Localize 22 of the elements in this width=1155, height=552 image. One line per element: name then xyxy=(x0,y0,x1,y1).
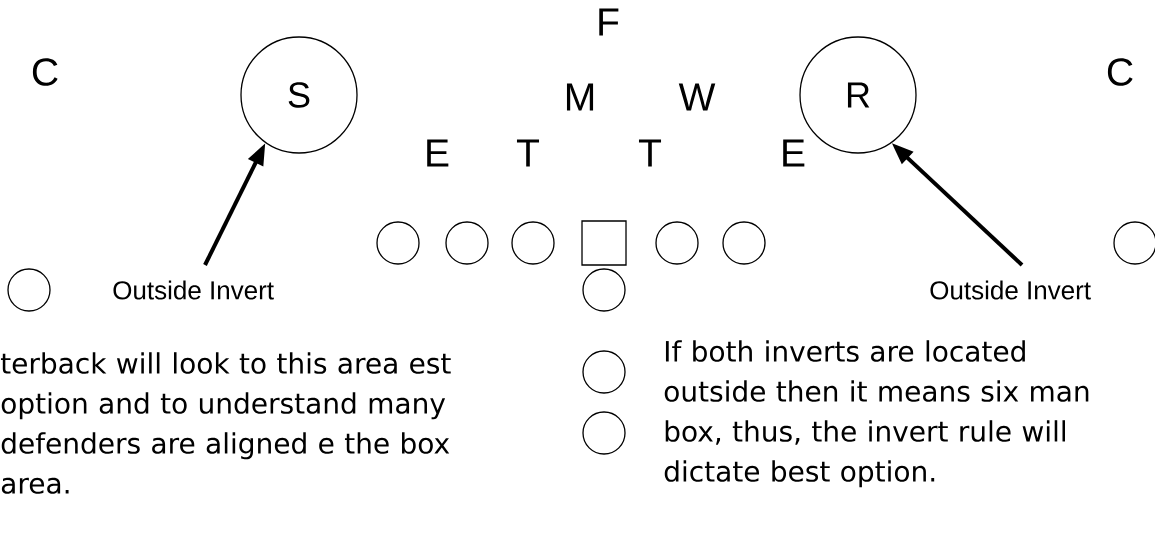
position-letter: T xyxy=(517,139,540,167)
note-text: If both inverts are located outside then it means six man box, thus, the invert rule will dictate best option. xyxy=(664,340,1089,488)
position-letter: M xyxy=(566,83,594,111)
position-letter: E xyxy=(427,139,449,167)
player-circle xyxy=(445,221,489,265)
player-circle xyxy=(582,411,626,455)
position-letter: W xyxy=(678,83,716,111)
callout-text: Outside Invert xyxy=(113,280,274,300)
position-letter: C xyxy=(32,58,58,86)
player-circle xyxy=(511,221,555,265)
position-letter: C xyxy=(1107,58,1133,86)
player-circle xyxy=(582,350,626,394)
player-circle xyxy=(582,268,626,312)
player-circle xyxy=(722,221,766,265)
player-circle xyxy=(376,221,420,265)
player-circle xyxy=(655,221,699,265)
note-text: terback will look to this area est option and to understand many defenders are aligned e the box area. xyxy=(0,352,451,494)
center-square xyxy=(581,220,627,266)
position-letter: F xyxy=(599,8,619,36)
position-letter: T xyxy=(639,139,662,167)
callout-text: Outside Invert xyxy=(930,280,1091,300)
player-circle xyxy=(7,268,51,312)
